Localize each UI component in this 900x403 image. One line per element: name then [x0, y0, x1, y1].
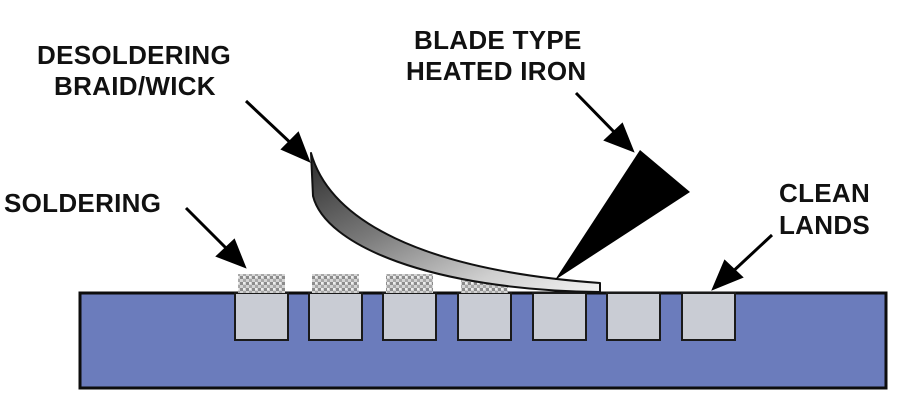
label-clean-line2: LANDS	[779, 210, 870, 240]
solder-blob-2	[312, 274, 359, 293]
label-soldering: SOLDERING	[4, 188, 161, 218]
blade-iron	[555, 150, 690, 280]
land-4	[457, 292, 512, 341]
label-iron-line2: HEATED IRON	[406, 56, 587, 86]
label-iron-line1: BLADE TYPE	[414, 25, 582, 55]
label-clean-line1: CLEAN	[779, 178, 870, 208]
arrow-soldering-line	[184, 206, 234, 256]
land-7	[681, 292, 736, 341]
arrow-soldering-head	[215, 238, 247, 269]
arrow-iron-head	[603, 122, 635, 153]
arrow-lands-line	[726, 233, 774, 278]
land-1	[234, 292, 289, 341]
label-desoldering-line2: BRAID/WICK	[54, 71, 216, 101]
land-2	[308, 292, 363, 341]
leader-arrows	[184, 91, 774, 291]
desoldering-braid	[310, 152, 601, 293]
land-3	[382, 292, 437, 341]
land-5	[532, 292, 587, 341]
lands	[234, 292, 736, 341]
land-6	[606, 292, 661, 341]
arrow-braid-head	[280, 131, 311, 163]
arrow-braid-line	[244, 99, 298, 150]
arrow-iron-line	[574, 91, 621, 139]
arrow-lands-head	[711, 259, 744, 291]
solder-blob-1	[238, 274, 285, 293]
solder-blob-3	[386, 274, 433, 293]
label-desoldering-line1: DESOLDERING	[37, 40, 231, 70]
